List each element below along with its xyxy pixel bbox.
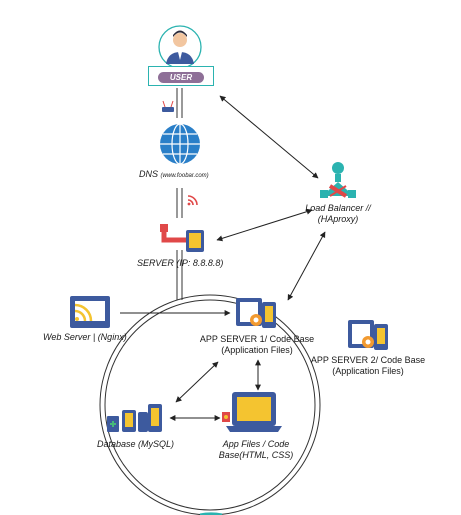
vertical-pipes	[176, 88, 183, 300]
app-server-1-label-line2: (Application Files)	[221, 345, 293, 355]
app-server-2-label-line2: (Application Files)	[332, 366, 404, 376]
connectors	[120, 95, 326, 421]
laptop-icon	[222, 392, 282, 432]
app-files-label-line1: App Files / Code	[222, 439, 290, 449]
load-balancer-label: Load Balancer // (HAproxy)	[290, 203, 386, 225]
database-label: Database (MySQL)	[97, 439, 175, 449]
web-server-icon	[70, 296, 110, 328]
web-server-label: Web Server | (Nginx)	[43, 332, 127, 342]
dns-sublabel: (www.foobar.com)	[160, 173, 209, 179]
user-avatar	[158, 25, 202, 69]
load-balancer-icon	[320, 162, 356, 198]
edge-server-loadbalancer	[216, 208, 313, 242]
app-server-2-label-line1: APP SERVER 2/ Code Base	[310, 355, 426, 365]
edge-loadbalancer-app1	[287, 231, 326, 301]
server-label: SERVER (IP: 8.8.8.8)	[137, 258, 224, 268]
globe-icon	[160, 123, 200, 165]
wifi-icon	[187, 195, 198, 206]
user-badge: USER	[148, 66, 214, 86]
app-files-label: App Files / Code Base(HTML, CSS)	[206, 439, 306, 461]
edge-user-loadbalancer	[219, 95, 319, 179]
database-icon	[107, 404, 162, 432]
app-cluster-circle	[99, 294, 321, 515]
user-label: USER	[158, 72, 204, 83]
app-server-2-label: APP SERVER 2/ Code Base (Application Fil…	[305, 355, 431, 377]
edge-app1-database	[175, 361, 219, 403]
dns-label: DNS	[139, 169, 159, 179]
app-files-label-line2: Base(HTML, CSS)	[218, 450, 294, 460]
app-server-1-icon	[236, 298, 276, 328]
load-balancer-label-line2: (HAproxy)	[317, 214, 359, 224]
router-icon	[162, 100, 174, 112]
app-server-2-icon	[348, 320, 388, 350]
app-server-1-label-line1: APP SERVER 1/ Code Base	[199, 334, 315, 344]
dns-label-group: DNS (www.foobar.com)	[139, 169, 209, 182]
app-server-1-label: APP SERVER 1/ Code Base (Application Fil…	[194, 334, 320, 356]
server-icon	[160, 224, 204, 252]
load-balancer-label-line1: Load Balancer //	[305, 203, 371, 213]
